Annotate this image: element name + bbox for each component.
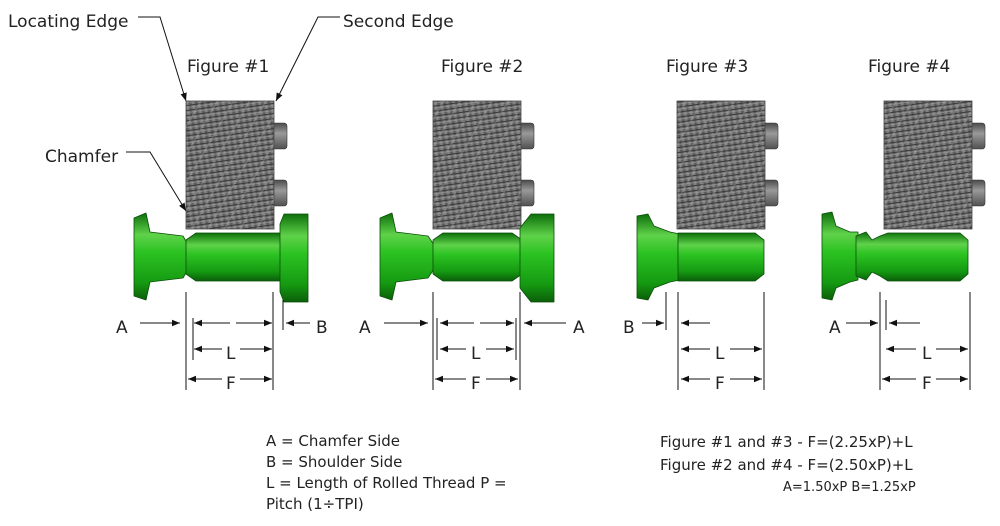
fig3-roller: [676, 100, 779, 230]
figure-3-title: Figure #3: [666, 57, 749, 77]
fig1-roller-helix: [186, 101, 274, 229]
chamfer-leader: [126, 151, 187, 212]
second-edge-label: Second Edge: [343, 12, 454, 32]
legend: A = Chamfer Side B = Shoulder Side L = L…: [266, 432, 507, 514]
legend-line-l: L = Length of Rolled Thread P =: [266, 474, 507, 492]
fig4-thread-section: [855, 231, 969, 282]
fig1-f-label: F: [226, 374, 236, 394]
fig1-roller: [185, 100, 288, 230]
fig2-roller-helix: [433, 101, 521, 229]
legend-line-a: A = Chamfer Side: [266, 432, 401, 450]
fig2-thread-section: [432, 232, 523, 282]
formula-a-b: A=1.50xP B=1.25xP: [783, 480, 916, 495]
formula-fig2-4: Figure #2 and #4 - F=(2.50xP)+L: [660, 456, 913, 474]
fig4-left-flange: [821, 211, 859, 301]
fig1-right-dim-label: B: [316, 318, 328, 338]
fig3-left-dim-label: B: [623, 318, 635, 338]
fig1-right-flange: [279, 213, 309, 303]
legend-line-b: B = Shoulder Side: [266, 453, 403, 471]
figure-4-title: Figure #4: [868, 57, 951, 77]
fig4-left-dim-label: A: [829, 318, 841, 338]
fig4-f-label: F: [922, 374, 932, 394]
figure-2-title: Figure #2: [441, 57, 524, 77]
fig3-l-label: L: [715, 344, 725, 364]
fig3-shoulder: [636, 213, 681, 301]
locating-edge-leader: [138, 16, 187, 102]
fig2-f-label: F: [471, 374, 481, 394]
fig1-l-label: L: [226, 344, 236, 364]
fig3-roller-helix: [677, 101, 765, 229]
chamfer-label: Chamfer: [45, 147, 119, 167]
fig2-right-dim-label: A: [573, 318, 585, 338]
legend-line-pitch: Pitch (1÷TPI): [266, 495, 364, 513]
formula-fig1-3: Figure #1 and #3 - F=(2.25xP)+L: [660, 433, 913, 451]
fig2-roller: [432, 100, 535, 230]
fig2-l-label: L: [471, 344, 481, 364]
fig2-left-dim-label: A: [359, 318, 371, 338]
fig3-f-label: F: [715, 374, 725, 394]
fig2-right-flange: [519, 213, 555, 303]
fig1-left-flange: [133, 212, 191, 301]
fig3-thread-section: [677, 232, 765, 282]
fig4-roller-helix: [884, 101, 972, 229]
fig4-l-label: L: [922, 344, 932, 364]
locating-edge-label: Locating Edge: [8, 12, 129, 32]
second-edge-leader: [275, 16, 340, 102]
fig1-thread-section: [185, 232, 287, 282]
figure-1-title: Figure #1: [187, 57, 270, 77]
fig1-left-dim-label: A: [116, 318, 128, 338]
fig2-left-flange: [379, 212, 437, 301]
fig4-roller: [883, 100, 986, 230]
